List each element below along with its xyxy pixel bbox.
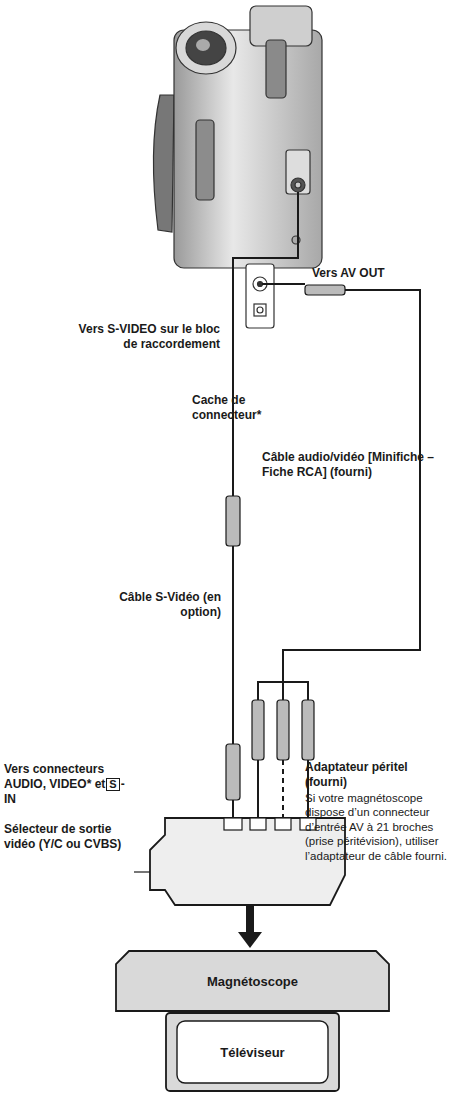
s-video-cable [233,192,298,818]
callout-label: Vers S-VIDEO sur le bloc de raccordement [78,322,220,352]
rca-plugs [252,700,314,760]
flow-arrow [238,905,262,948]
av-cable [258,284,420,818]
s-symbol: S [106,778,119,791]
camcorder [153,6,322,328]
s-video-jack [291,178,305,192]
label-group: Vers connecteurs AUDIO, VIDEO* etS-IN [4,762,136,807]
hand-strap [153,95,174,232]
callout-label: Câble S-Vidéo (en option) [85,590,221,620]
callout-label: Sélecteur de sortie vidéo (Y/C ou CVBS) [4,822,132,852]
callout-label: Adaptateur péritel (fourni) [305,760,450,790]
node-text: Magnétoscope [207,974,298,989]
adapter-sockets [224,818,316,830]
tv-box: Téléviseur [165,1012,340,1092]
callout-label: Vers AV OUT [312,266,432,281]
callout-label: Câble audio/vidéo [Minifiche – Fiche RCA… [262,450,444,480]
callout-label: Vers connecteurs AUDIO, VIDEO* et [4,762,105,791]
leader-line [134,871,150,872]
connector-cover [246,264,274,328]
s-video-plug [226,744,240,800]
vcr-box: Magnétoscope [115,950,390,1012]
note-text: Si votre magnétoscope dispose d’un conne… [305,791,450,863]
s-video-plug [226,496,240,546]
callout-label: Cache de connecteur* [192,393,304,423]
node-text: Téléviseur [220,1045,284,1060]
mini-plug [305,285,345,295]
label-group: Adaptateur péritel (fourni)Si votre magn… [305,760,450,863]
